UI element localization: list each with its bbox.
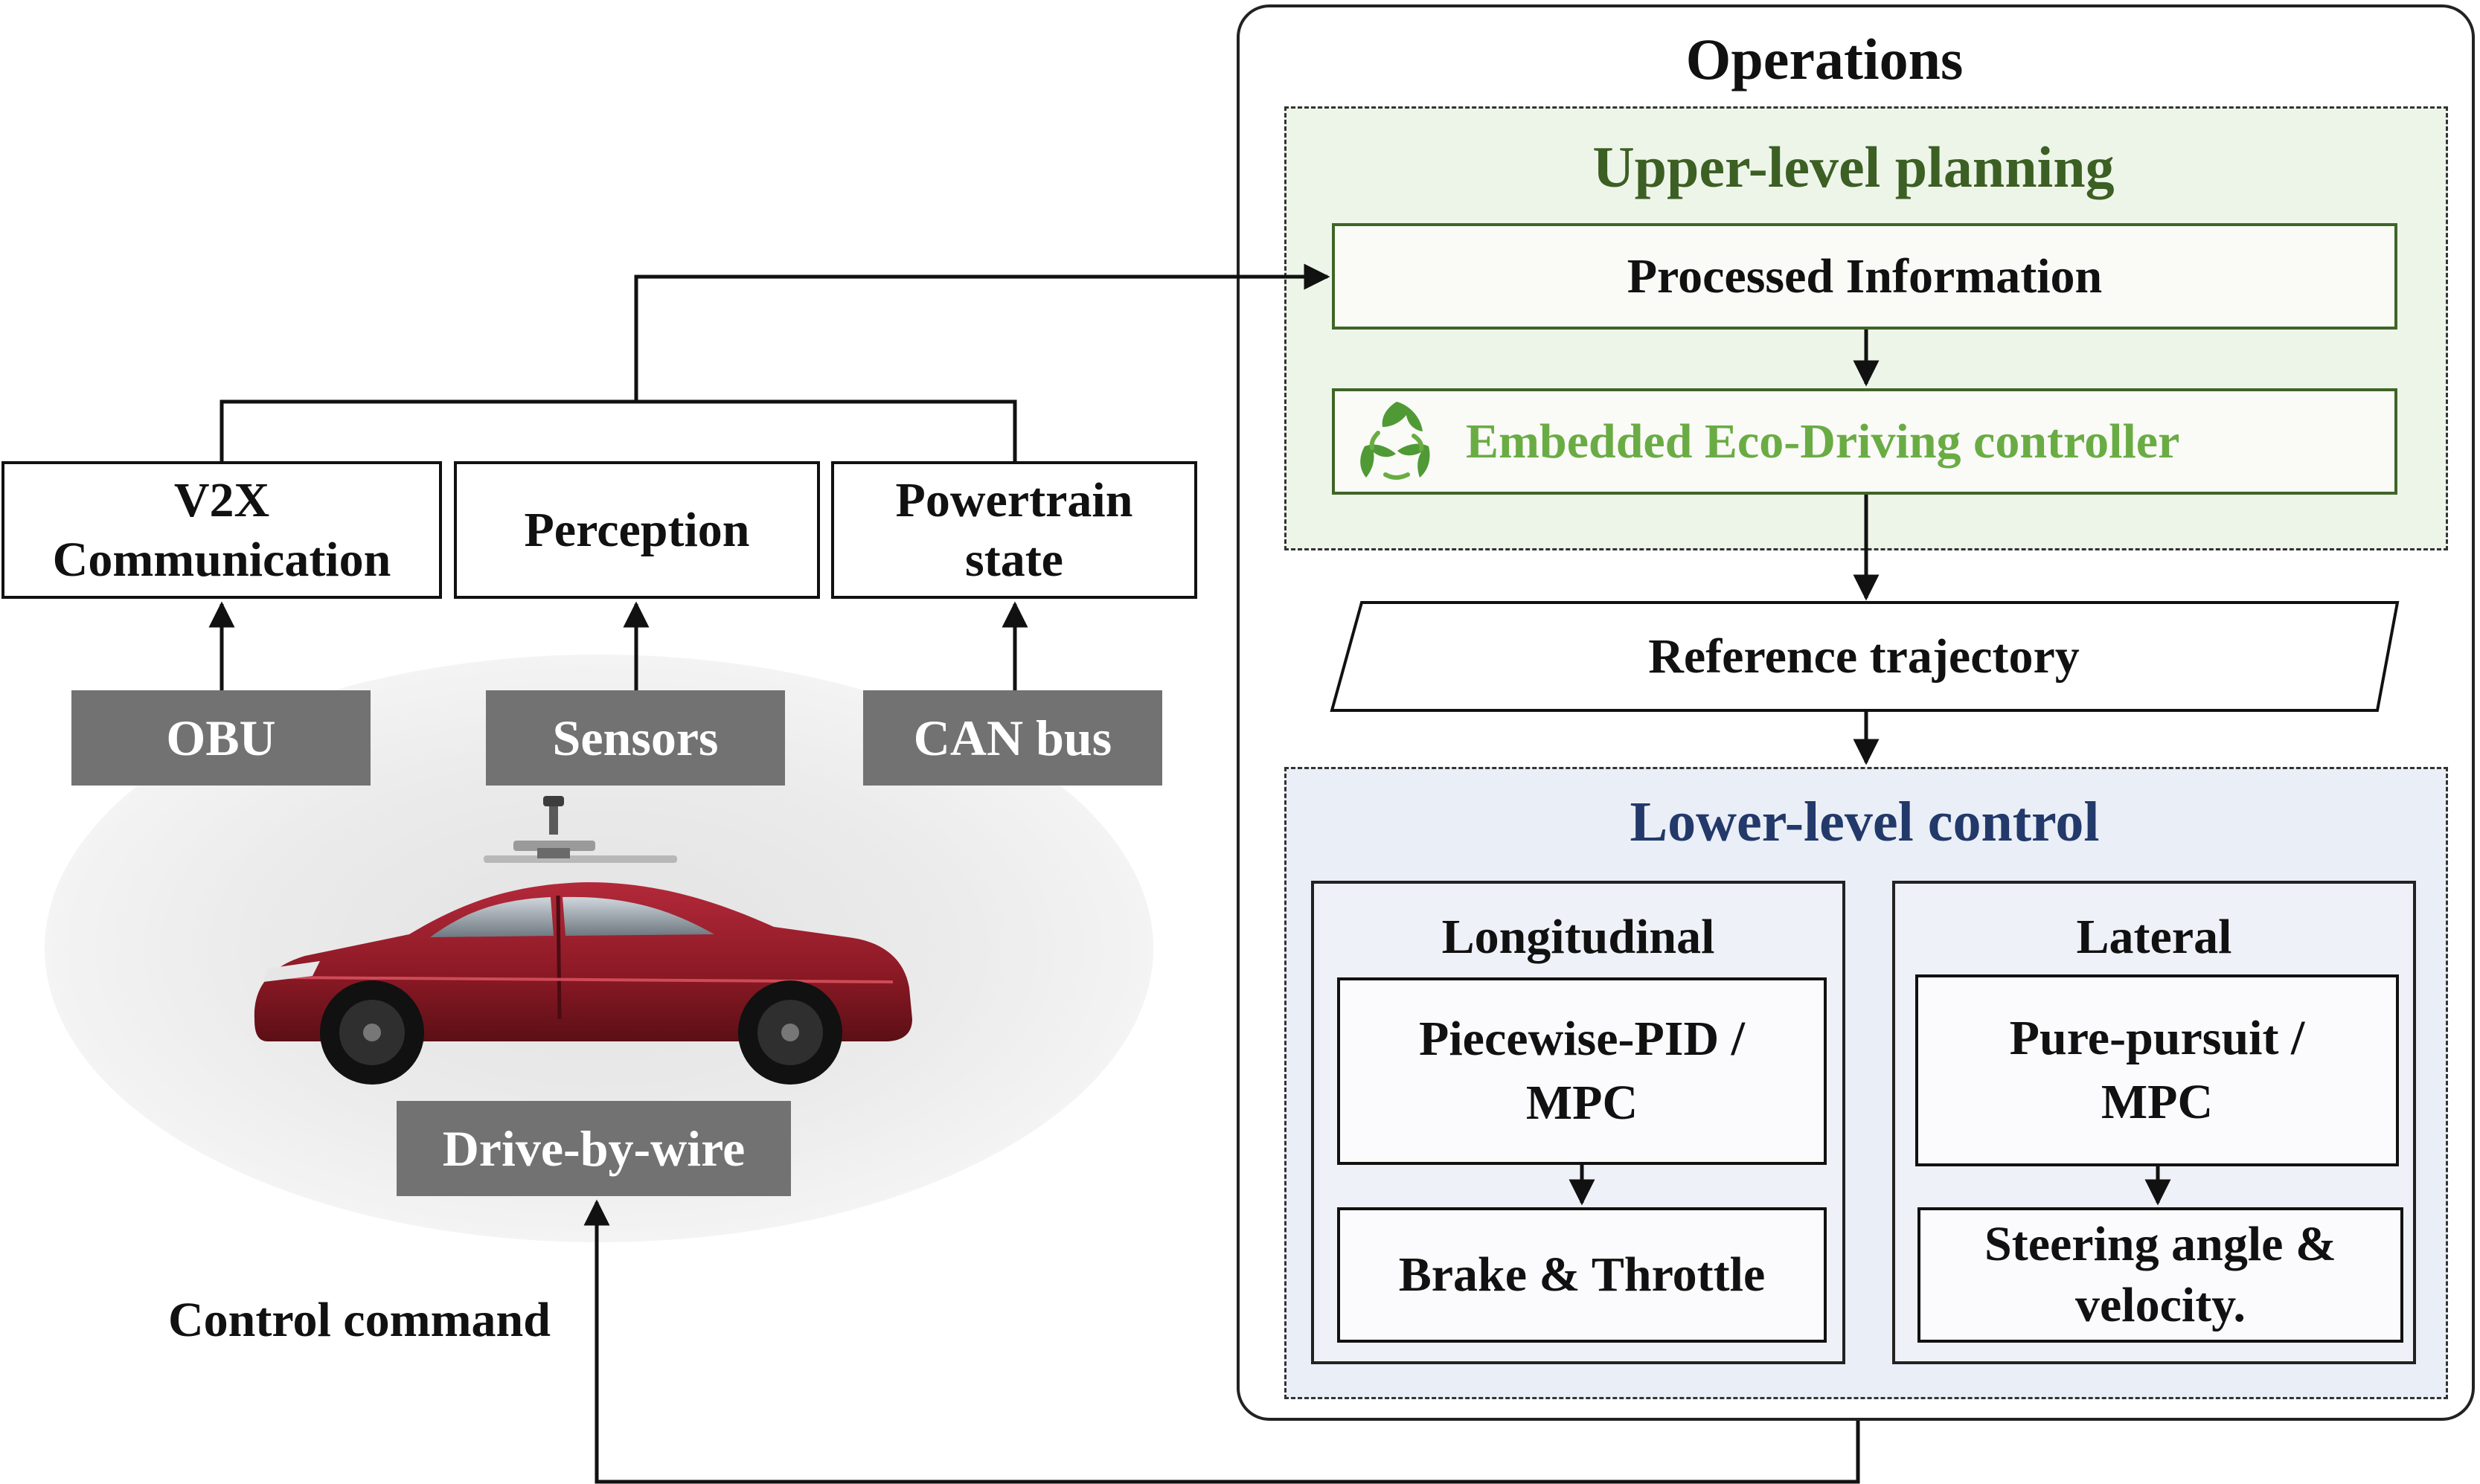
powertrain-state-box: Powertrain state (831, 461, 1197, 599)
steering-velocity-box: Steering angle & velocity. (1917, 1207, 2403, 1343)
drive-by-wire-box: Drive-by-wire (397, 1101, 791, 1196)
recycle-icon (1348, 394, 1445, 491)
eco-driving-controller-box (1332, 388, 2397, 495)
longitudinal-method-line1: Piecewise-PID / (1419, 1012, 1745, 1067)
can-bus-box: CAN bus (863, 690, 1162, 786)
control-command-label: Control command (168, 1293, 551, 1347)
can-bus-label: CAN bus (913, 709, 1112, 766)
obu-label: OBU (166, 709, 276, 766)
vehicle-illustration (238, 796, 923, 1093)
v2x-label-line1: V2X (173, 473, 270, 528)
sensors-label: Sensors (552, 709, 719, 766)
v2x-label-line2: Communication (52, 532, 391, 587)
longitudinal-title: Longitudinal (1441, 910, 1715, 964)
v2x-communication-box: V2X Communication (1, 461, 442, 599)
lateral-method-line2: MPC (2101, 1075, 2214, 1129)
perception-label: Perception (524, 502, 750, 557)
obu-box: OBU (71, 690, 371, 786)
brake-throttle-label: Brake & Throttle (1398, 1247, 1766, 1302)
sensors-box: Sensors (486, 690, 785, 786)
brake-throttle-box: Brake & Throttle (1337, 1207, 1827, 1343)
perception-box: Perception (454, 461, 820, 599)
reference-trajectory-label: Reference trajectory (1648, 629, 2080, 684)
steering-velocity-line1: Steering angle & (1984, 1216, 2336, 1271)
drive-by-wire-label: Drive-by-wire (442, 1120, 746, 1177)
longitudinal-method-line2: MPC (1525, 1076, 1638, 1130)
powertrain-label-line2: state (965, 532, 1063, 587)
longitudinal-method-box: Piecewise-PID / MPC (1337, 977, 1827, 1165)
upper-level-planning-title: Upper-level planning (1592, 135, 2115, 199)
inputs-merge-line (220, 399, 1017, 461)
processed-information-label: Processed Information (1627, 248, 2103, 303)
processed-information-box: Processed Information (1332, 223, 2397, 330)
lateral-method-line1: Pure-pursuit / (2009, 1011, 2305, 1066)
eco-driving-controller-label: Embedded Eco-Driving controller (1466, 414, 2180, 469)
inputs-to-processed-arrow (634, 263, 1330, 402)
lateral-method-box: Pure-pursuit / MPC (1915, 974, 2399, 1166)
powertrain-label-line1: Powertrain (895, 473, 1133, 528)
steering-velocity-line2: velocity. (2074, 1278, 2246, 1332)
lower-level-control-title: Lower-level control (1630, 790, 2100, 853)
operations-title: Operations (1685, 27, 1964, 91)
lateral-title: Lateral (2076, 910, 2232, 964)
